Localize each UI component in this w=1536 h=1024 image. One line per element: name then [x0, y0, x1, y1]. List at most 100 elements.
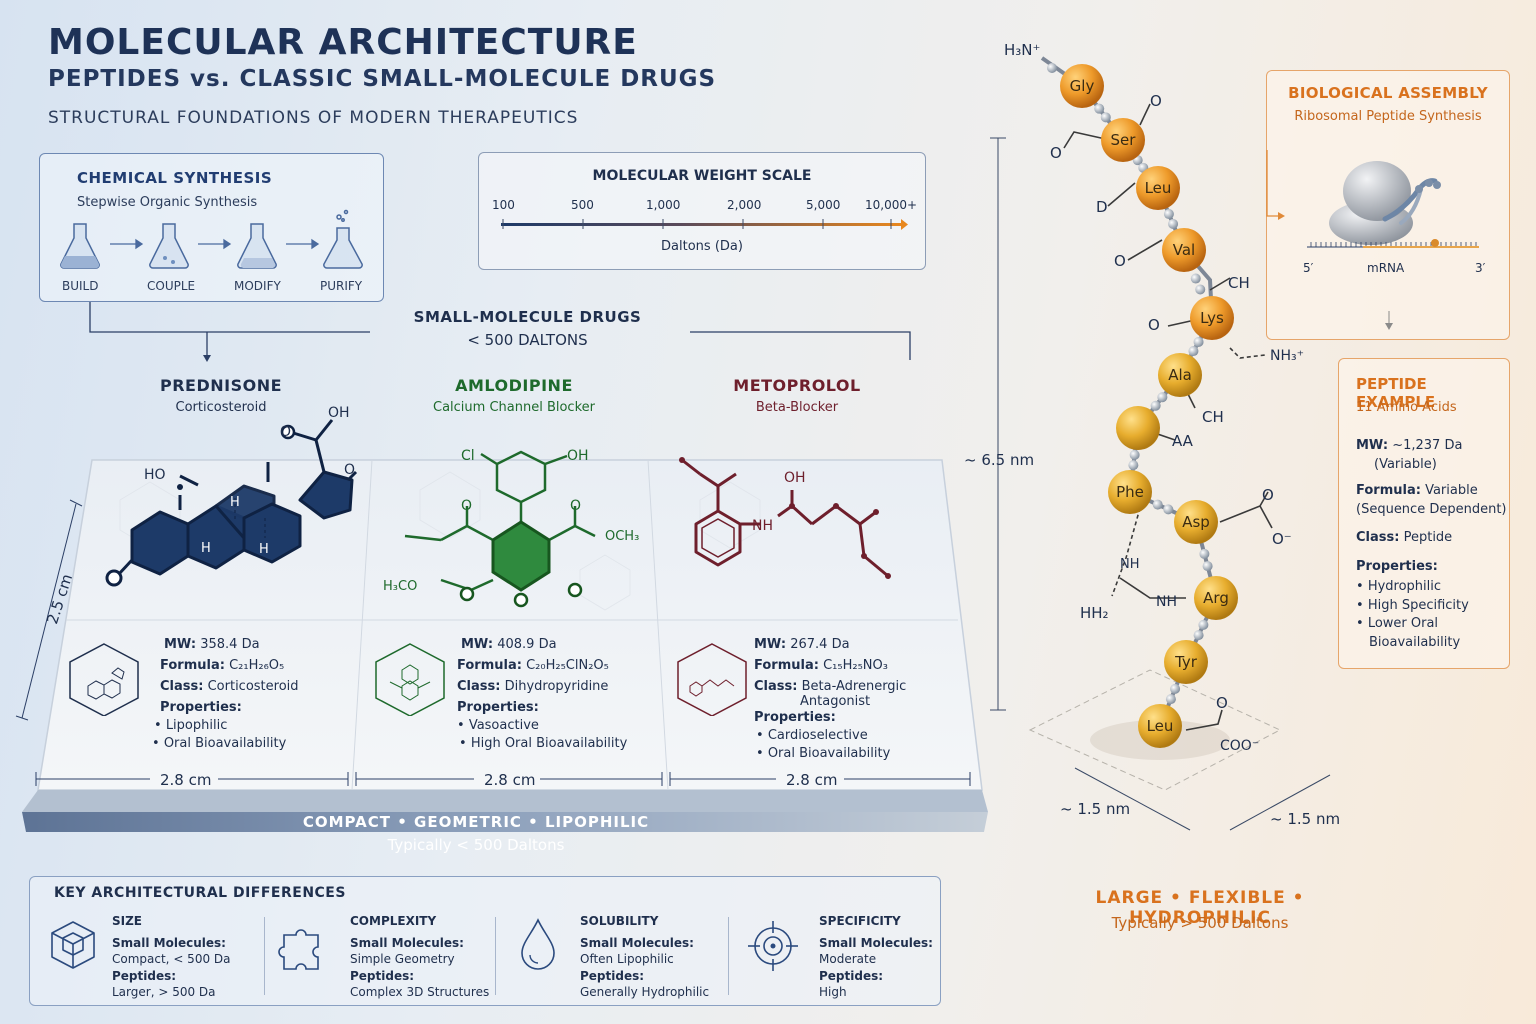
prednisone-structure-icon	[69, 643, 139, 716]
peptide-value: High	[819, 985, 847, 999]
atom-label: O	[570, 498, 581, 514]
peptide-label: Peptides:	[819, 968, 884, 983]
mrna-five-prime: 5′	[1303, 261, 1314, 275]
backbone-atom	[1170, 683, 1181, 694]
drug-name-amlodipine: AMLODIPINE	[455, 376, 573, 395]
peptide-value: Complex 3D Structures	[350, 985, 490, 999]
properties-label: Properties:	[1356, 558, 1438, 574]
residue-bead	[1162, 228, 1206, 272]
prednisone-molecule: HO OH O O H H H O	[105, 405, 358, 587]
peptide-example-panel: PEPTIDE EXAMPLE 11 Amino Acids MW: ~1,23…	[1338, 358, 1510, 669]
formula-value: C₂₀H₂₅ClN₂O₅	[526, 658, 609, 673]
synthesis-step-purify: PURIFY	[320, 279, 363, 293]
bio-assembly-title: BIOLOGICAL ASSEMBLY	[1288, 84, 1488, 102]
formula-label: Formula:	[754, 658, 819, 673]
property-item: Cardioselective	[767, 728, 868, 743]
peptide-example-subtitle: 11 Amino Acids	[1356, 400, 1457, 415]
atom-label: H	[259, 542, 269, 557]
backbone-atom	[1168, 218, 1179, 229]
atom-label: OH	[328, 405, 350, 421]
prednisone-card: MW: 358.4 Da Formula: C₂₁H₂₆O₅ Class: Co…	[152, 637, 299, 751]
residue-label: Leu	[1147, 717, 1174, 735]
residue-bead	[1101, 118, 1145, 162]
small-molecules-subheading: < 500 DALTONS	[467, 331, 588, 349]
flask-icon	[149, 223, 189, 269]
residue-bead	[1194, 576, 1238, 620]
mw-label: MW:	[164, 637, 197, 652]
drug-name-metoprolol: METOPROLOL	[733, 376, 861, 395]
backbone-atom	[1190, 273, 1201, 284]
platform-caption: COMPACT • GEOMETRIC • LIPOPHILIC	[302, 813, 650, 831]
residue-label: Lys	[1200, 309, 1224, 327]
peptide-label: Peptides:	[112, 968, 177, 983]
small-molecules-heading: SMALL-MOLECULE DRUGS	[413, 308, 642, 326]
small-molecule-value: Often Lipophilic	[580, 952, 674, 966]
peptide-label: Peptides:	[580, 968, 645, 983]
mrna-label: mRNA	[1367, 261, 1405, 275]
mw-label: MW:	[1356, 438, 1389, 453]
atom-label: O	[461, 498, 472, 514]
peptide-subcaption: Typically > 500 Daltons	[1111, 914, 1289, 932]
backbone-atom	[1152, 499, 1163, 510]
width-dimension: 2.8 cm	[786, 771, 838, 789]
property-item: Oral Bioavailability	[163, 736, 287, 751]
flask-icon	[323, 209, 363, 269]
property-item: Bioavailability	[1369, 634, 1461, 650]
backbone-atom	[1094, 103, 1105, 114]
class-value-line2: Antagonist	[800, 694, 871, 709]
metoprolol-molecule: OH NH	[679, 457, 891, 579]
droplet-icon	[521, 918, 555, 970]
n-terminus-label: H₃N⁺	[1004, 41, 1040, 59]
atom-label: HO	[144, 467, 166, 483]
ribosome-illustration	[1307, 161, 1479, 330]
mw-tick: 2,000	[727, 198, 762, 212]
mw-value: ~1,237 Da	[1392, 438, 1463, 453]
residue-label: Asp	[1182, 513, 1210, 531]
side-chain-label: O	[1216, 694, 1228, 712]
properties-label: Properties:	[457, 700, 539, 715]
side-chain-label: O	[1148, 316, 1160, 334]
small-molecule-label: Small Molecules:	[819, 935, 933, 950]
drug-name-prednisone: PREDNISONE	[159, 376, 283, 395]
atom-label: OH	[567, 448, 589, 464]
backbone-atom	[1129, 449, 1140, 460]
width-dimension: 2.8 cm	[484, 771, 536, 789]
amlodipine-structure-icon	[375, 643, 445, 716]
formula-value: C₂₁H₂₆O₅	[229, 658, 285, 673]
backbone-atom	[1199, 548, 1210, 559]
synthesis-title: CHEMICAL SYNTHESIS	[77, 169, 273, 187]
flask-icon	[237, 223, 277, 269]
side-chain-label: COO⁻	[1220, 738, 1259, 754]
formula-label: Formula:	[1356, 483, 1421, 498]
formula-value: C₁₅H₂₅NO₃	[823, 658, 888, 673]
side-chain-label: O	[1150, 92, 1162, 110]
residue-bead	[1116, 406, 1160, 450]
amlodipine-molecule: Cl OH OCH₃ H₃CO O O O	[383, 448, 639, 608]
residue-bead	[1060, 64, 1104, 108]
atom-label: H₃CO	[383, 579, 417, 594]
backbone-atom	[1193, 336, 1204, 347]
small-molecule-label: Small Molecules:	[580, 935, 694, 950]
metoprolol-card: MW: 267.4 Da Formula: C₁₅H₂₅NO₃ Class: B…	[754, 637, 907, 761]
synthesis-step-couple: COUPLE	[147, 279, 196, 293]
backbone-atom	[1202, 561, 1213, 572]
platform-subcaption: Typically < 500 Daltons	[387, 836, 565, 854]
residue-label: Gly	[1070, 77, 1095, 95]
residue-bead	[1138, 704, 1182, 748]
residue-label: Ala	[1168, 366, 1192, 384]
peptide-width-dimension: ~ 1.5 nm	[1060, 800, 1131, 818]
mw-value: 408.9 Da	[497, 637, 557, 652]
class-label: Class:	[754, 679, 798, 694]
page-tagline: STRUCTURAL FOUNDATIONS OF MODERN THERAPE…	[48, 108, 579, 128]
atom-label: OCH₃	[605, 529, 639, 544]
side-chain-label: CH	[1202, 408, 1224, 426]
side-chain-label: O	[1114, 252, 1126, 270]
difference-title: SIZE	[112, 914, 143, 928]
backbone-atom	[1163, 504, 1174, 515]
class-label: Class:	[457, 679, 501, 694]
residue-label: Ser	[1111, 131, 1137, 149]
difference-title: SPECIFICITY	[819, 914, 901, 928]
mw-label: MW:	[754, 637, 787, 652]
difference-complexity: COMPLEXITY Small Molecules: Simple Geome…	[350, 913, 489, 1001]
properties-label: Properties:	[754, 710, 836, 725]
